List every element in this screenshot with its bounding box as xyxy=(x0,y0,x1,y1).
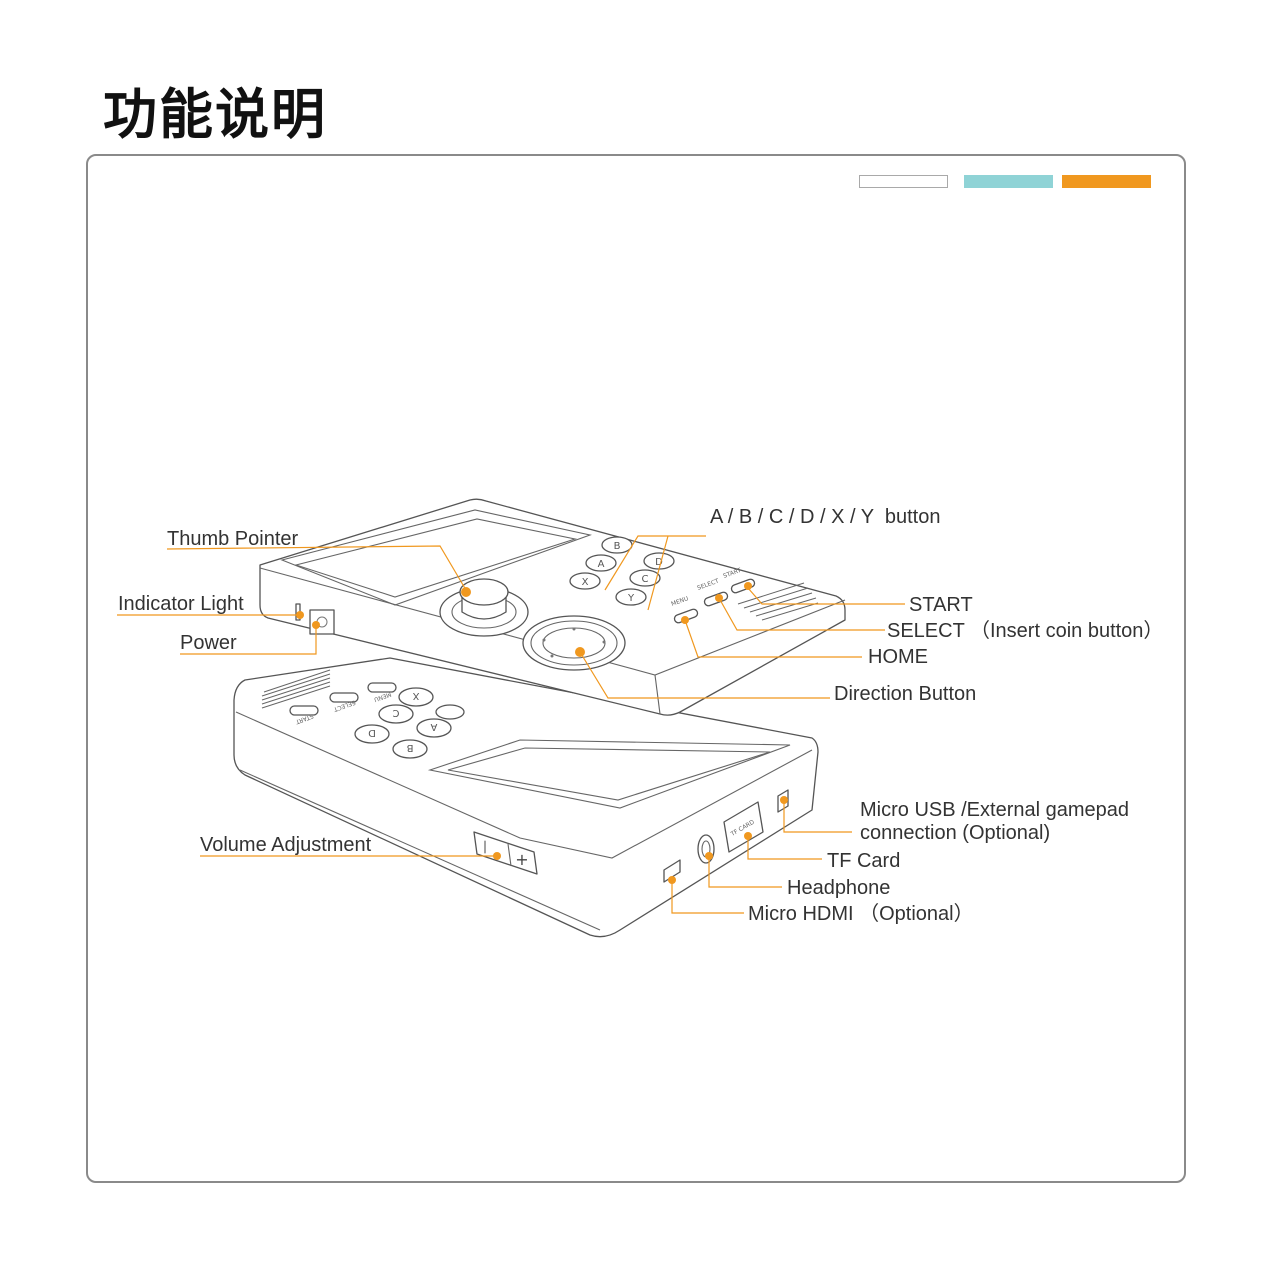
dot-start xyxy=(744,582,752,590)
svg-text:C: C xyxy=(642,574,649,585)
content-frame xyxy=(86,154,1186,1183)
page-title: 功能说明 xyxy=(103,83,327,146)
tf-card-slot xyxy=(723,801,764,853)
top-button-a: A xyxy=(585,554,617,572)
lower-screen-inner xyxy=(447,747,771,801)
dot-direction xyxy=(575,647,585,657)
label-volume-adjustment: Volume Adjustment xyxy=(200,834,372,856)
leader-abcdxy-a xyxy=(604,535,706,591)
upper-screen xyxy=(280,509,592,606)
leader-thumb-pointer xyxy=(166,545,467,591)
label-micro-usb-line2: connection (Optional) xyxy=(860,822,1050,844)
lower-menu-button xyxy=(367,682,397,693)
volume-down-symbol: — xyxy=(477,840,493,854)
top-button-d: D xyxy=(643,552,675,570)
lower-device: START SELECT MENU D C X B A — + xyxy=(233,657,819,938)
label-indicator-light: Indicator Light xyxy=(118,593,244,615)
leader-headphone xyxy=(708,856,782,888)
lower-start-button xyxy=(289,705,319,716)
leader-home xyxy=(684,619,862,658)
leader-power xyxy=(180,625,317,655)
svg-text:X: X xyxy=(412,690,419,701)
label-select: SELECT （Insert coin button） xyxy=(887,619,1163,642)
label-direction-button: Direction Button xyxy=(834,683,976,705)
svg-text:C: C xyxy=(392,707,399,718)
lower-button-d: D xyxy=(354,724,390,744)
lower-device-bottom-edge xyxy=(239,769,601,931)
lower-speaker-grill xyxy=(261,669,331,709)
dot-headphone xyxy=(705,852,713,860)
micro-hdmi-port xyxy=(663,859,681,883)
dot-indicator-light xyxy=(296,611,304,619)
svg-text:Y: Y xyxy=(627,593,635,604)
lower-button-y xyxy=(435,704,465,720)
callout-leaders xyxy=(117,535,905,914)
upper-speaker-grill xyxy=(737,582,819,621)
dot-power xyxy=(312,621,320,629)
volume-up-symbol: + xyxy=(515,850,528,869)
label-thumb-pointer: Thumb Pointer xyxy=(167,528,299,550)
dot-thumb-pointer xyxy=(461,587,471,597)
color-swatch-teal xyxy=(964,175,1053,188)
lower-button-b: B xyxy=(392,739,428,759)
dot-home xyxy=(681,616,689,624)
label-home: HOME xyxy=(868,646,928,668)
svg-text:D: D xyxy=(368,727,376,738)
dot-tf-card xyxy=(744,832,752,840)
label-abcdxy-button: A / B / C / D / X / Y button xyxy=(710,506,941,528)
leader-select xyxy=(718,597,885,631)
label-power: Power xyxy=(180,632,237,654)
leader-micro-usb xyxy=(783,800,852,833)
svg-text:A: A xyxy=(430,721,437,732)
label-micro-usb-line1: Micro USB /External gamepad xyxy=(860,799,1129,821)
lower-button-x: X xyxy=(398,687,434,707)
top-button-c: C xyxy=(629,569,661,587)
upper-device-body xyxy=(259,498,846,716)
direction-button xyxy=(522,615,626,671)
lower-button-c: C xyxy=(378,704,414,724)
leader-micro-hdmi xyxy=(671,880,744,914)
dot-select xyxy=(715,594,723,602)
color-swatch-orange xyxy=(1062,175,1151,188)
dot-micro-hdmi xyxy=(668,876,676,884)
label-start: START xyxy=(909,594,973,616)
svg-text:D: D xyxy=(655,557,663,568)
leader-tf-card xyxy=(747,836,822,860)
thumb-pointer xyxy=(439,578,529,637)
leader-abcdxy-b xyxy=(647,535,669,611)
lower-device-body xyxy=(233,657,819,938)
top-button-b: B xyxy=(601,536,633,554)
label-headphone: Headphone xyxy=(787,877,890,899)
svg-text:X: X xyxy=(582,577,589,588)
svg-text:B: B xyxy=(614,541,621,552)
leader-direction xyxy=(579,651,830,699)
svg-text:A: A xyxy=(598,559,605,570)
color-swatch-white xyxy=(859,175,948,188)
lower-device-top-edge xyxy=(235,711,813,859)
callout-dots xyxy=(296,582,788,884)
upper-screen-inner xyxy=(294,518,578,598)
dot-micro-usb xyxy=(780,796,788,804)
lower-button-a: A xyxy=(416,718,452,738)
leader-start xyxy=(747,587,905,605)
lower-screen xyxy=(427,739,791,809)
volume-buttons: — + xyxy=(473,831,538,875)
lower-select-button xyxy=(329,692,359,703)
top-button-y: Y xyxy=(615,588,647,606)
label-tf-card: TF Card xyxy=(827,850,900,872)
dot-volume xyxy=(493,852,501,860)
upper-device-side-edge xyxy=(654,674,661,715)
svg-text:B: B xyxy=(406,742,413,753)
upper-device: B A X D C Y MENU SELECT START xyxy=(259,498,846,716)
top-button-x: X xyxy=(569,572,601,590)
label-micro-hdmi: Micro HDMI （Optional） xyxy=(748,902,974,925)
